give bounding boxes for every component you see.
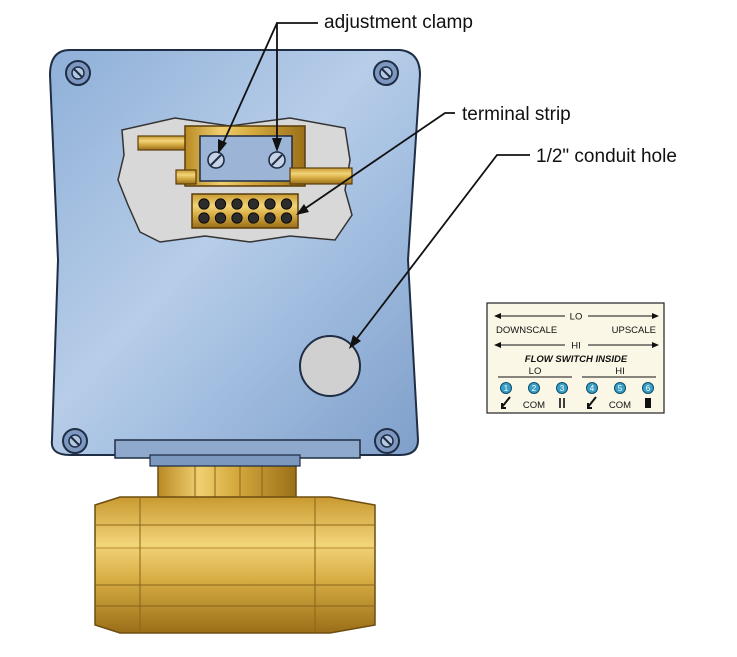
- screw-icon: [62, 428, 88, 454]
- switch-open-icon: [501, 396, 511, 409]
- terminal-screw: [247, 198, 260, 210]
- label-group-hi: HI: [615, 366, 625, 377]
- terminal-screw: [264, 212, 276, 224]
- callout-arrowheads: [218, 138, 361, 349]
- terminal-screw: [214, 212, 227, 224]
- terminal-5-tag: COM: [609, 400, 631, 411]
- leader-adjustment-clamp-2: [219, 22, 278, 151]
- leader-terminal-strip: [299, 112, 455, 213]
- terminal-5-dot: [614, 382, 626, 394]
- terminal-1-dot: [500, 382, 512, 394]
- terminal-screw: [280, 198, 293, 210]
- housing-body: [48, 49, 422, 456]
- wiring-label-plate: LO DOWNSCALE UPSCALE HI FLOW SWITCH INSI…: [486, 302, 665, 414]
- terminal-screw: [198, 212, 210, 224]
- label-flow-switch-inside: FLOW SWITCH INSIDE: [525, 354, 628, 365]
- screw-icon: [65, 60, 91, 86]
- conduit-hole: [299, 335, 361, 397]
- leader-conduit-hole: [351, 154, 530, 346]
- terminal-6-dot: [642, 382, 654, 394]
- screw-icon: [268, 151, 286, 169]
- switch-closed-icon: [559, 398, 565, 408]
- terminal-screw: [231, 198, 243, 210]
- pipe-tee: [94, 449, 376, 634]
- label-group-lo: LO: [529, 366, 542, 377]
- terminal-screw: [198, 198, 210, 210]
- switch-housing: [48, 49, 422, 467]
- adjustment-clamp: [137, 125, 353, 187]
- terminal-4-dot: [586, 382, 598, 394]
- switch-closed-icon: [645, 398, 651, 408]
- label-hi: HI: [571, 341, 581, 352]
- callout-adjustment-clamp: adjustment clamp: [324, 12, 473, 33]
- terminal-screw: [280, 212, 293, 224]
- label-lo: LO: [570, 312, 583, 323]
- terminal-2-dot: [528, 382, 540, 394]
- callout-conduit-hole: 1/2" conduit hole: [536, 146, 677, 167]
- terminal-screw: [264, 198, 276, 210]
- terminal-screw: [247, 212, 260, 224]
- screw-icon: [373, 60, 399, 86]
- terminal-2-tag: COM: [523, 400, 545, 411]
- terminal-5-number: 5: [618, 384, 623, 393]
- terminal-screw: [214, 198, 227, 210]
- terminal-4-number: 4: [590, 384, 595, 393]
- screw-icon: [207, 151, 225, 169]
- pipe-body: [94, 496, 376, 634]
- callout-leaders: [219, 22, 530, 346]
- terminal-strip: [191, 193, 299, 229]
- switch-open-icon: [587, 396, 597, 409]
- terminal-2-number: 2: [532, 384, 537, 393]
- callout-terminal-strip: terminal strip: [462, 104, 571, 125]
- terminal-screw: [231, 212, 243, 224]
- label-downscale: DOWNSCALE: [496, 325, 557, 336]
- label-upscale: UPSCALE: [612, 325, 656, 336]
- terminal-6-number: 6: [646, 384, 651, 393]
- terminal-1-number: 1: [504, 384, 509, 393]
- screw-icon: [374, 428, 400, 454]
- terminal-3-dot: [556, 382, 568, 394]
- terminal-3-number: 3: [560, 384, 565, 393]
